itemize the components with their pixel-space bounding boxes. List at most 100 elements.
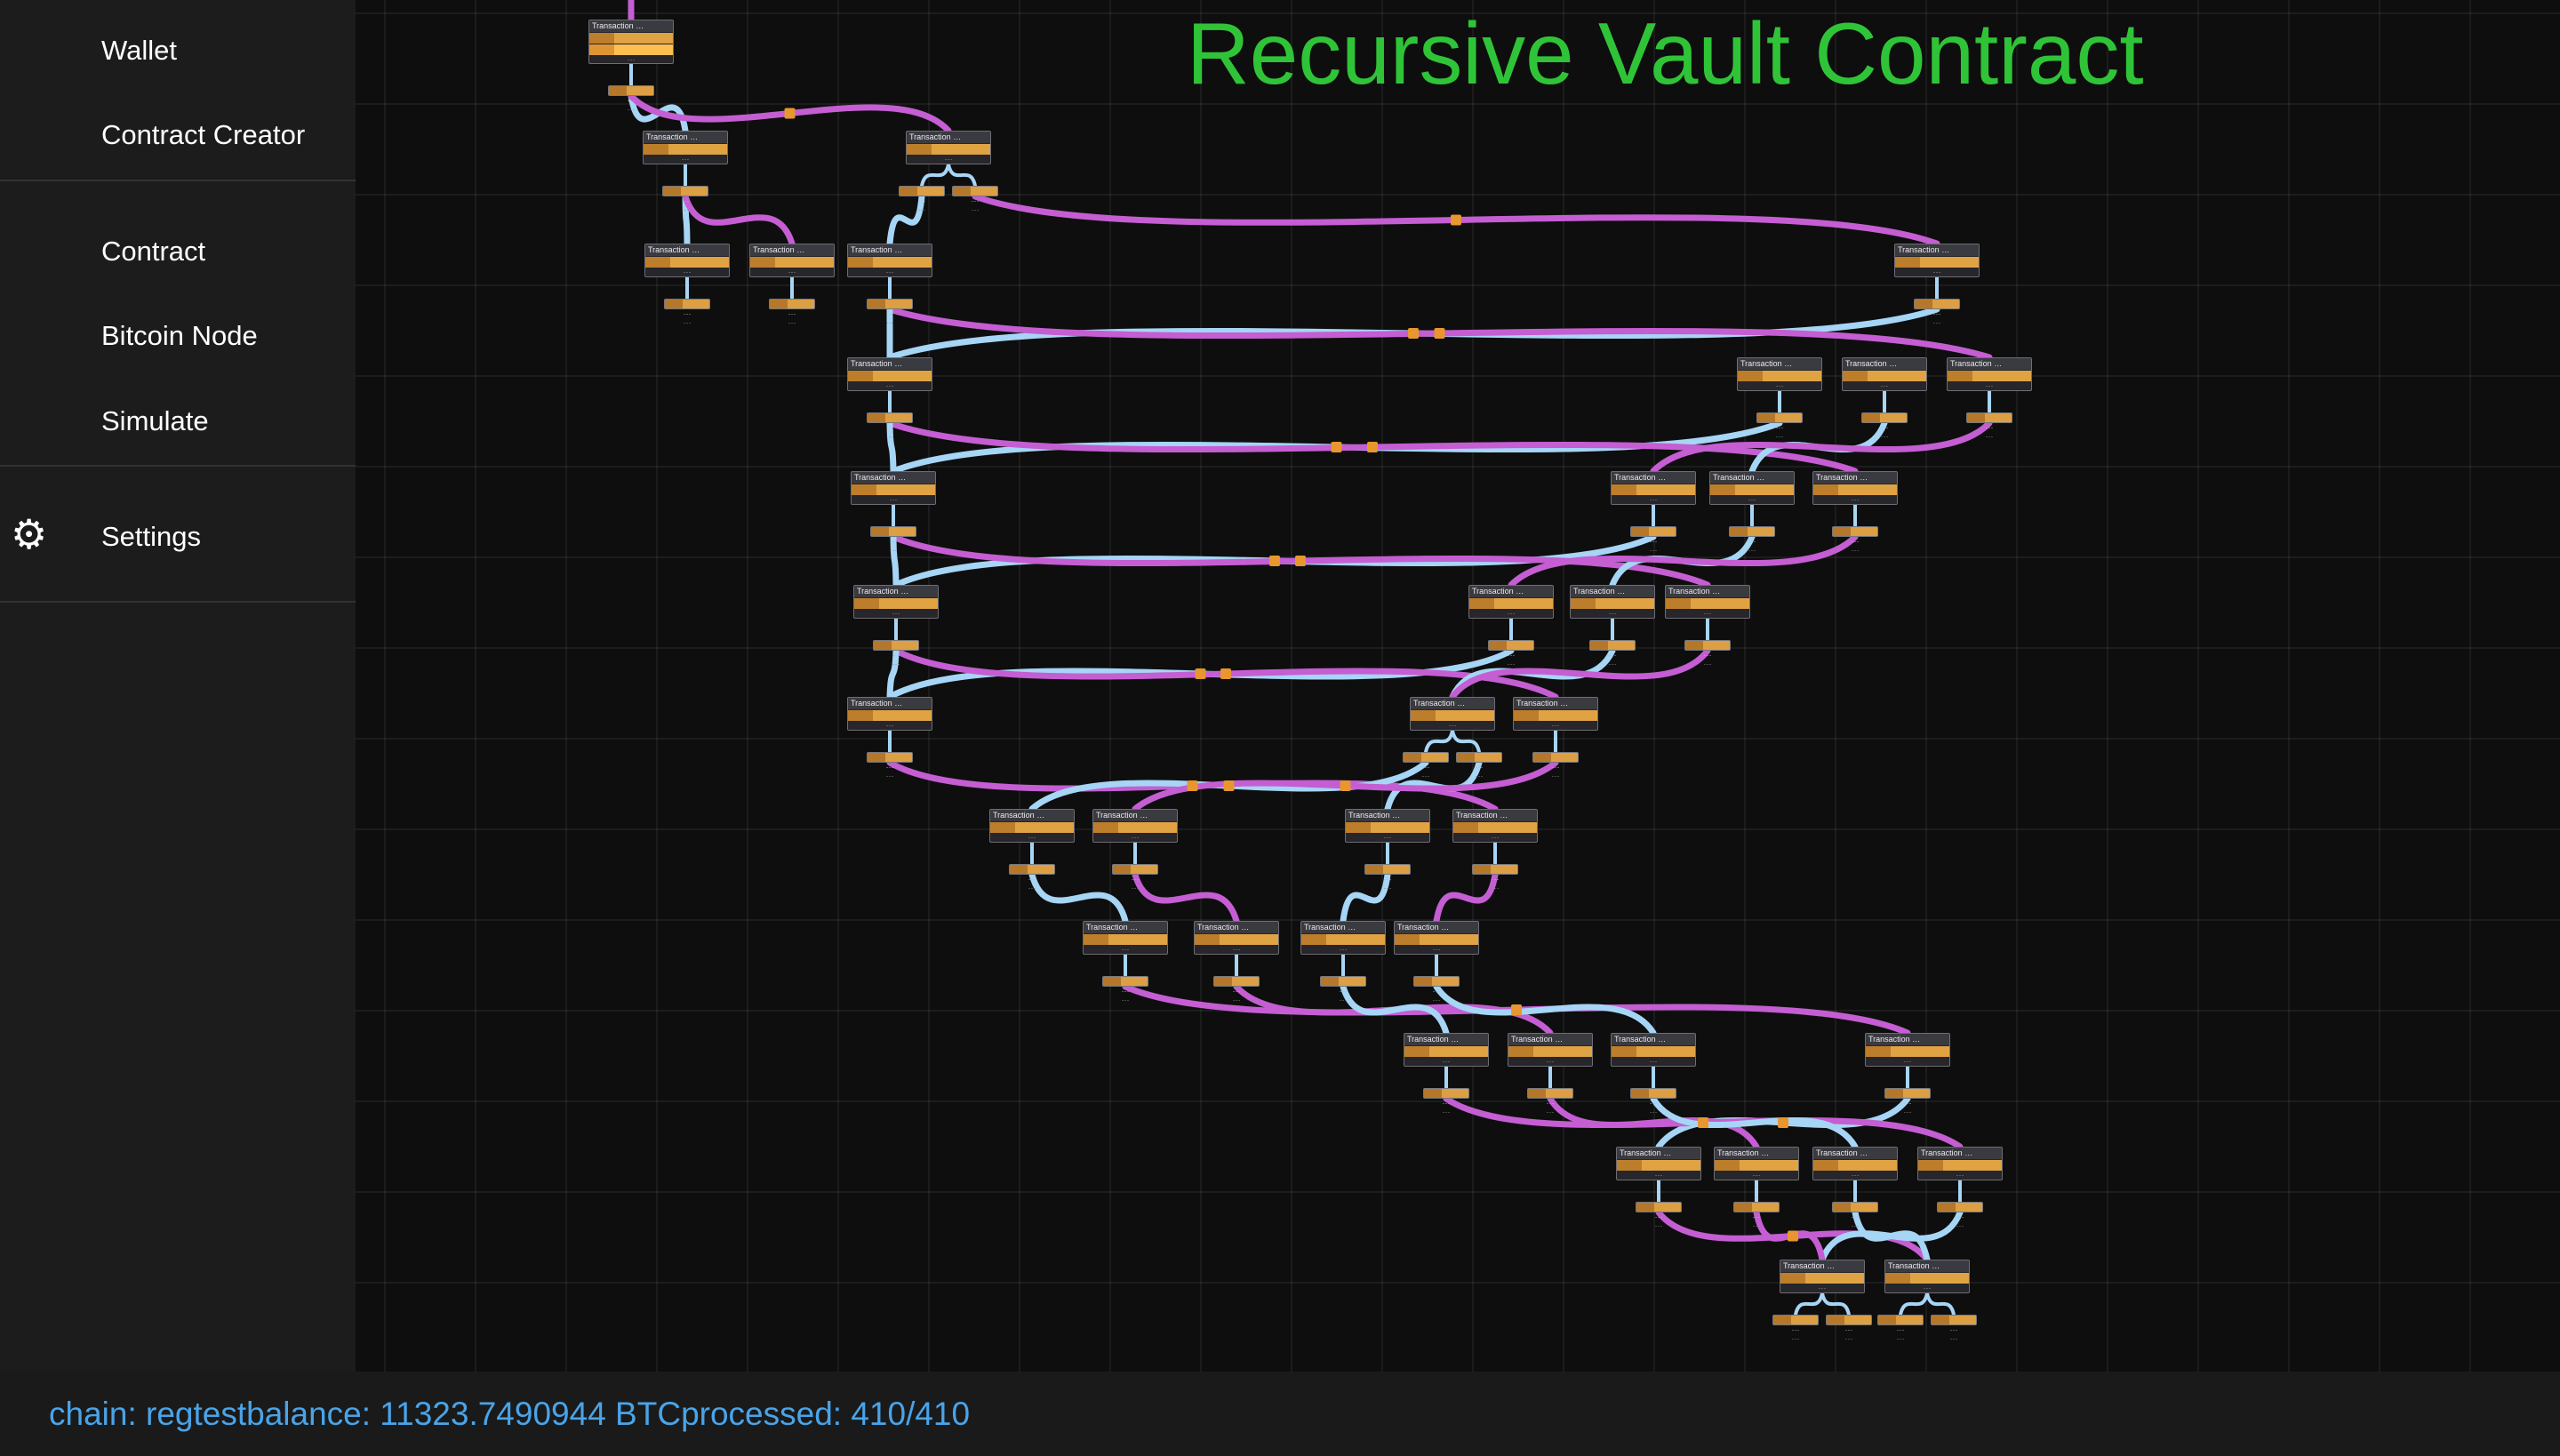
transaction-utxo[interactable]: ······ xyxy=(1826,1315,1872,1343)
transaction-utxo[interactable]: ······ xyxy=(1684,640,1731,668)
transaction-node[interactable]: Transaction …··· xyxy=(847,357,932,391)
sidebar-item-bitcoin-node[interactable]: Bitcoin Node xyxy=(0,309,356,363)
transaction-utxo[interactable]: ······ xyxy=(1630,526,1676,555)
transaction-node[interactable]: Transaction …··· xyxy=(1842,357,1927,391)
transaction-node[interactable]: Transaction …··· xyxy=(1345,809,1430,843)
sidebar-item-settings[interactable]: ⚙ Settings xyxy=(0,510,356,564)
transaction-node[interactable]: Transaction …··· xyxy=(1917,1147,2003,1180)
transaction-utxo[interactable]: ······ xyxy=(1832,1202,1878,1230)
transaction-node[interactable]: Transaction …··· xyxy=(847,697,932,731)
transaction-utxo[interactable]: ······ xyxy=(1456,752,1502,780)
transaction-node[interactable]: Transaction …··· xyxy=(1570,585,1655,619)
transaction-node[interactable]: Transaction …··· xyxy=(1468,585,1554,619)
transaction-utxo[interactable]: ······ xyxy=(873,640,919,668)
transaction-utxo[interactable]: ······ xyxy=(769,299,815,327)
transaction-node[interactable]: Transaction …··· xyxy=(1611,471,1696,505)
transaction-node[interactable]: Transaction …··· xyxy=(847,244,932,277)
sidebar-item-contract-creator[interactable]: Contract Creator xyxy=(0,108,356,162)
transaction-utxo[interactable]: ······ xyxy=(1832,526,1878,555)
transaction-node-header: Transaction … xyxy=(1395,922,1478,933)
transaction-output-row xyxy=(1508,1046,1592,1057)
sidebar-item-simulate[interactable]: Simulate xyxy=(0,395,356,448)
transaction-utxo[interactable]: ······ xyxy=(1527,1088,1573,1116)
transaction-node[interactable]: Transaction …··· xyxy=(1884,1260,1970,1293)
transaction-node[interactable]: Transaction …··· xyxy=(1394,921,1479,955)
transaction-node[interactable]: Transaction …··· xyxy=(1812,471,1898,505)
transaction-node[interactable]: Transaction …··· xyxy=(1865,1033,1950,1067)
transaction-node[interactable]: Transaction …··· xyxy=(1714,1147,1799,1180)
utxo-bar xyxy=(867,412,913,423)
transaction-utxo[interactable]: ······ xyxy=(1861,412,1908,441)
transaction-utxo[interactable]: ······ xyxy=(1213,976,1260,1004)
transaction-node[interactable]: Transaction …··· xyxy=(1737,357,1822,391)
transaction-utxo[interactable]: ······ xyxy=(1729,526,1775,555)
transaction-node[interactable]: Transaction …··· xyxy=(749,244,835,277)
transaction-utxo[interactable]: ······ xyxy=(1877,1315,1924,1343)
transaction-node[interactable]: Transaction …··· xyxy=(1947,357,2032,391)
transaction-utxo[interactable]: ······ xyxy=(608,85,654,114)
transaction-utxo[interactable]: ······ xyxy=(899,186,945,214)
transaction-node[interactable]: Transaction …··· xyxy=(588,20,674,64)
transaction-node[interactable]: Transaction …··· xyxy=(1452,809,1538,843)
transaction-utxo[interactable]: ······ xyxy=(1009,864,1055,892)
transaction-node[interactable]: Transaction …··· xyxy=(1508,1033,1593,1067)
transaction-node[interactable]: Transaction …··· xyxy=(1780,1260,1865,1293)
transaction-utxo[interactable]: ······ xyxy=(662,186,708,214)
transaction-node[interactable]: Transaction …··· xyxy=(1616,1147,1701,1180)
transaction-utxo[interactable]: ······ xyxy=(1532,752,1579,780)
sidebar-item-contract[interactable]: Contract xyxy=(0,225,356,278)
transaction-node[interactable]: Transaction …··· xyxy=(1611,1033,1696,1067)
transaction-utxo[interactable]: ······ xyxy=(1884,1088,1931,1116)
transaction-utxo[interactable]: ······ xyxy=(867,752,913,780)
transaction-utxo[interactable]: ······ xyxy=(1320,976,1366,1004)
transaction-node[interactable]: Transaction …··· xyxy=(1812,1147,1898,1180)
transaction-utxo[interactable]: ······ xyxy=(867,299,913,327)
transaction-utxo[interactable]: ······ xyxy=(1914,299,1960,327)
transaction-node[interactable]: Transaction …··· xyxy=(643,131,728,164)
transaction-node[interactable]: Transaction …··· xyxy=(1083,921,1168,955)
edge xyxy=(886,420,897,475)
utxo-bar xyxy=(1756,412,1803,423)
transaction-utxo[interactable]: ······ xyxy=(952,186,998,214)
transaction-node[interactable]: Transaction …··· xyxy=(1709,471,1795,505)
transaction-utxo[interactable]: ······ xyxy=(1413,976,1460,1004)
transaction-utxo[interactable]: ······ xyxy=(1630,1088,1676,1116)
transaction-node[interactable]: Transaction …··· xyxy=(1404,1033,1489,1067)
transaction-utxo[interactable]: ······ xyxy=(1112,864,1158,892)
utxo-bar xyxy=(1966,412,2012,423)
sidebar-item-wallet[interactable]: Wallet xyxy=(0,24,356,77)
transaction-node[interactable]: Transaction …··· xyxy=(1513,697,1598,731)
transaction-utxo[interactable]: ······ xyxy=(1102,976,1148,1004)
transaction-node[interactable]: Transaction …··· xyxy=(989,809,1075,843)
transaction-node[interactable]: Transaction …··· xyxy=(851,471,936,505)
transaction-node[interactable]: Transaction …··· xyxy=(644,244,730,277)
transaction-node[interactable]: Transaction …··· xyxy=(1665,585,1750,619)
transaction-node-header: Transaction … xyxy=(848,698,932,709)
transaction-utxo[interactable]: ······ xyxy=(1423,1088,1469,1116)
transaction-utxo[interactable]: ······ xyxy=(870,526,916,555)
transaction-node[interactable]: Transaction …··· xyxy=(853,585,939,619)
transaction-utxo[interactable]: ······ xyxy=(1733,1202,1780,1230)
transaction-node[interactable]: Transaction …··· xyxy=(1092,809,1178,843)
transaction-node[interactable]: Transaction …··· xyxy=(1194,921,1279,955)
transaction-utxo[interactable]: ······ xyxy=(1636,1202,1682,1230)
transaction-utxo[interactable]: ······ xyxy=(1756,412,1803,441)
transaction-utxo[interactable]: ······ xyxy=(1966,412,2012,441)
transaction-utxo[interactable]: ······ xyxy=(1931,1315,1977,1343)
transaction-node[interactable]: Transaction …··· xyxy=(1300,921,1386,955)
transaction-output-row xyxy=(1780,1273,1864,1284)
transaction-utxo[interactable]: ······ xyxy=(1472,864,1518,892)
transaction-utxo[interactable]: ······ xyxy=(1403,752,1449,780)
transaction-utxo[interactable]: ······ xyxy=(1364,864,1411,892)
transaction-utxo[interactable]: ······ xyxy=(1589,640,1636,668)
transaction-output-row xyxy=(848,371,932,381)
transaction-utxo[interactable]: ······ xyxy=(1937,1202,1983,1230)
transaction-utxo[interactable]: ······ xyxy=(867,412,913,441)
transaction-node[interactable]: Transaction …··· xyxy=(1894,244,1980,277)
transaction-node[interactable]: Transaction …··· xyxy=(906,131,991,164)
transaction-utxo[interactable]: ······ xyxy=(664,299,710,327)
transaction-utxo[interactable]: ······ xyxy=(1488,640,1534,668)
transaction-utxo[interactable]: ······ xyxy=(1772,1315,1819,1343)
graph-canvas[interactable]: Transaction …·········Transaction …·····… xyxy=(0,0,2560,1372)
transaction-node[interactable]: Transaction …··· xyxy=(1410,697,1495,731)
